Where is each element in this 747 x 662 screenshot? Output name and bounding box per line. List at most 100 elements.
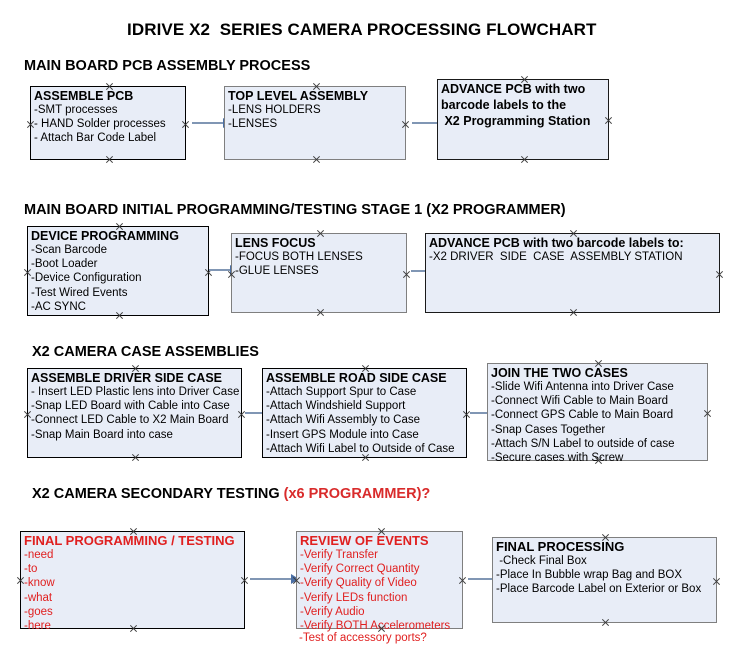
- list-item: -GLUE LENSES: [235, 265, 319, 278]
- node-items: -LENS HOLDERS -LENSES: [225, 103, 405, 131]
- list-item: -Check Final Box: [496, 555, 587, 567]
- resize-handle-bottom[interactable]: [601, 618, 610, 627]
- node-assemble-driver-side-case[interactable]: ASSEMBLE DRIVER SIDE CASE - Insert LED P…: [27, 368, 242, 458]
- section-heading-1: MAIN BOARD PCB ASSEMBLY PROCESS: [24, 58, 311, 74]
- list-item: -Verify Transfer: [300, 549, 378, 561]
- node-title: DEVICE PROGRAMMING: [31, 229, 179, 243]
- node-title-line3: X2 Programming Station: [441, 114, 591, 128]
- list-item: -Attach Windshield Support: [266, 400, 406, 413]
- list-item: -Slide Wifi Antenna into Driver Case: [491, 381, 674, 393]
- list-item: -SMT processes: [34, 104, 118, 116]
- list-item: -Attach Wifi Label to Outside of Case: [266, 442, 455, 455]
- section-heading-4-main: X2 CAMERA SECONDARY TESTING: [32, 486, 284, 502]
- connector-arrow: [245, 408, 270, 418]
- node-items: -X2 DRIVER SIDE CASE ASSEMBLY STATION: [426, 250, 719, 264]
- section-heading-3: X2 CAMERA CASE ASSEMBLIES: [32, 344, 259, 360]
- resize-handle-bottom[interactable]: [569, 308, 578, 317]
- resize-handle-bottom[interactable]: [312, 155, 321, 164]
- node-title: FINAL PROCESSING: [496, 539, 625, 554]
- node-device-programming[interactable]: DEVICE PROGRAMMING -Scan Barcode -Boot L…: [27, 226, 209, 316]
- resize-handle-bottom[interactable]: [131, 453, 140, 462]
- arrow-head-icon: [291, 574, 299, 584]
- node-top-level-assembly[interactable]: TOP LEVEL ASSEMBLY -LENS HOLDERS -LENSES: [224, 86, 406, 160]
- resize-handle-bottom[interactable]: [316, 308, 325, 317]
- resize-handle-bottom[interactable]: [105, 155, 114, 164]
- node-title: ASSEMBLE DRIVER SIDE CASE: [31, 371, 223, 385]
- node-items: -need -to -know -what -goes -here: [21, 548, 244, 633]
- list-item: -Place Barcode Label on Exterior or Box: [496, 583, 702, 596]
- list-item: -Verify Correct Quantity: [300, 563, 420, 576]
- resize-handle-bottom[interactable]: [520, 155, 529, 164]
- list-item: -Verify LEDs function: [300, 591, 408, 604]
- node-join-the-two-cases[interactable]: JOIN THE TWO CASES -Slide Wifi Antenna i…: [487, 363, 708, 464]
- node-items: -SMT processes - HAND Solder processes -…: [31, 103, 185, 146]
- node-advance-pcb-driver-side[interactable]: ADVANCE PCB with two barcode labels to: …: [425, 233, 720, 313]
- section-heading-4-accent: (x6 PROGRAMMER)?: [283, 486, 431, 502]
- node-items: -Scan Barcode -Boot Loader -Device Confi…: [28, 243, 208, 314]
- node-title: JOIN THE TWO CASES: [491, 366, 628, 380]
- list-item: -Snap Main Board into case: [31, 428, 173, 441]
- list-item: -here: [24, 620, 51, 633]
- node-assemble-pcb[interactable]: ASSEMBLE PCB -SMT processes - HAND Solde…: [30, 86, 186, 160]
- list-item: -Verify BOTH Accelerometers: [300, 620, 451, 633]
- list-item: -Scan Barcode: [31, 244, 108, 256]
- node-advance-pcb-station[interactable]: ADVANCE PCB with two barcode labels to t…: [437, 79, 609, 160]
- section-heading-2: MAIN BOARD INITIAL PROGRAMMING/TESTING S…: [24, 202, 566, 218]
- node-title: ASSEMBLE ROAD SIDE CASE: [266, 371, 447, 385]
- node-items: -Slide Wifi Antenna into Driver Case -Co…: [488, 380, 707, 465]
- node-items: - Insert LED Plastic lens into Driver Ca…: [28, 385, 241, 442]
- list-item: -need: [24, 549, 54, 561]
- list-item: - Insert LED Plastic lens into Driver Ca…: [31, 386, 240, 398]
- node-title-line2: barcode labels to the: [441, 98, 567, 112]
- list-item: -goes: [24, 605, 53, 618]
- connector-arrow: [250, 574, 299, 584]
- list-item: -know: [24, 577, 55, 590]
- list-item: -what: [24, 591, 53, 604]
- list-item: -to: [24, 563, 38, 576]
- node-items: -Attach Support Spur to Case -Attach Win…: [263, 385, 466, 456]
- node-final-processing[interactable]: FINAL PROCESSING -Check Final Box -Place…: [492, 537, 717, 623]
- list-item: -Verify Audio: [300, 605, 365, 618]
- list-item: -Attach S/N Label to outside of case: [491, 437, 675, 450]
- node-items: -FOCUS BOTH LENSES -GLUE LENSES: [232, 250, 406, 278]
- list-item: - Attach Bar Code Label: [34, 132, 157, 145]
- list-item: -FOCUS BOTH LENSES: [235, 251, 363, 263]
- node-title: LENS FOCUS: [235, 236, 316, 250]
- connector-arrow: [209, 265, 238, 275]
- list-item: -Secure cases with Screw: [491, 452, 624, 465]
- list-item: -Attach Support Spur to Case: [266, 386, 417, 398]
- node-lens-focus[interactable]: LENS FOCUS -FOCUS BOTH LENSES -GLUE LENS…: [231, 233, 407, 313]
- page-title: IDRIVE X2 SERIES CAMERA PROCESSING FLOWC…: [127, 20, 597, 39]
- list-item: -Boot Loader: [31, 258, 98, 271]
- list-item: - HAND Solder processes: [34, 118, 166, 131]
- connector-arrow: [470, 408, 495, 418]
- section-heading-4: X2 CAMERA SECONDARY TESTING (x6 PROGRAMM…: [32, 486, 430, 502]
- node-title: ASSEMBLE PCB: [34, 89, 134, 103]
- node-title: ADVANCE PCB with two: [441, 82, 586, 96]
- list-item: -Verify Quality of Video: [300, 577, 417, 590]
- node-assemble-road-side-case[interactable]: ASSEMBLE ROAD SIDE CASE -Attach Support …: [262, 368, 467, 458]
- resize-handle-right[interactable]: [715, 270, 724, 279]
- list-item: -Connect Wifi Cable to Main Board: [491, 395, 669, 408]
- list-item: -Snap LED Board with Cable into Case: [31, 400, 230, 413]
- connector-arrow: [192, 118, 231, 128]
- node-title: REVIEW OF EVENTS: [300, 533, 429, 548]
- list-item: -Device Configuration: [31, 272, 142, 285]
- list-item: -LENSES: [228, 118, 278, 131]
- node-title: TOP LEVEL ASSEMBLY: [228, 89, 369, 103]
- list-item: -X2 DRIVER SIDE CASE ASSEMBLY STATION: [429, 251, 683, 263]
- node-review-of-events[interactable]: REVIEW OF EVENTS -Verify Transfer -Verif…: [296, 531, 463, 632]
- list-item: -Connect LED Cable to X2 Main Board: [31, 414, 229, 427]
- list-item: -AC SYNC: [31, 300, 86, 313]
- list-item: -Test Wired Events: [31, 286, 128, 299]
- node-title: FINAL PROGRAMMING / TESTING: [24, 533, 235, 548]
- list-item: -LENS HOLDERS: [228, 104, 321, 116]
- list-item: -Attach Wifi Assembly to Case: [266, 414, 421, 427]
- node-final-programming-testing[interactable]: FINAL PROGRAMMING / TESTING -need -to -k…: [20, 531, 245, 632]
- node-items: -Verify Transfer -Verify Correct Quantit…: [297, 548, 462, 633]
- list-item: -Insert GPS Module into Case: [266, 428, 419, 441]
- list-item: -Snap Cases Together: [491, 423, 606, 436]
- node-review-of-events-overflow-item: -Test of accessory ports?: [299, 632, 427, 644]
- list-item: -Connect GPS Cable to Main Board: [491, 409, 674, 422]
